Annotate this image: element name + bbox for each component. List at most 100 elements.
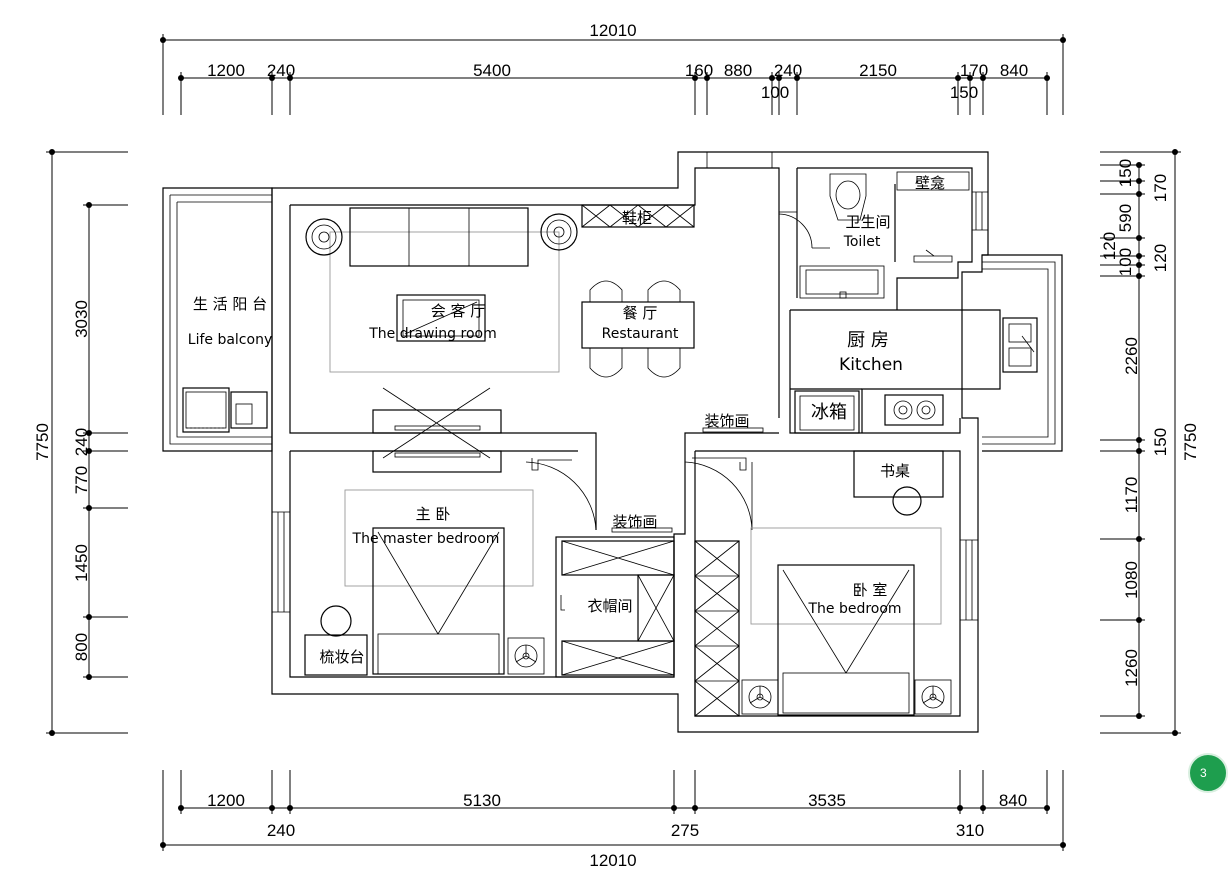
laundry-sink bbox=[230, 391, 268, 429]
wardrobe bbox=[694, 540, 740, 717]
dresser-stool bbox=[320, 605, 352, 637]
master-bedroom: 主 卧 The master bedroom 梳妆台 衣帽间 装饰画 bbox=[304, 458, 675, 678]
dim-right-6: 2260 bbox=[1122, 337, 1141, 375]
tv-cabinet bbox=[372, 409, 502, 434]
dining-room: 餐 厅 Restaurant bbox=[581, 280, 695, 378]
sink bbox=[1002, 317, 1038, 373]
balcony-en-label: Life balcony bbox=[188, 332, 272, 348]
dim-right-10: 1260 bbox=[1122, 649, 1141, 687]
toilet-cn-label: 卫生间 bbox=[845, 213, 890, 231]
dim-top-1: 240 bbox=[267, 61, 295, 80]
kitchen-en-label: Kitchen bbox=[839, 355, 903, 375]
bedroom-door-swing bbox=[684, 461, 753, 531]
lamp-icon bbox=[507, 637, 545, 675]
desk-label: 书桌 bbox=[880, 462, 910, 480]
dim-left-4: 800 bbox=[72, 633, 91, 661]
niche bbox=[896, 171, 970, 191]
dim-left-total: 7750 bbox=[33, 423, 52, 461]
desk bbox=[853, 450, 944, 498]
top-dimensions: 12010 1200 240 5400 160 880 240 2150 170… bbox=[160, 21, 1066, 115]
bathtub bbox=[799, 265, 885, 299]
dim-bottom-2: 3535 bbox=[808, 791, 846, 810]
dim-top-0: 1200 bbox=[207, 61, 245, 80]
dim-right-9: 1080 bbox=[1122, 561, 1141, 599]
bed bbox=[777, 564, 915, 716]
dresser bbox=[304, 634, 368, 676]
toilet-room: 壁龛 卫生间 Toilet bbox=[778, 171, 970, 299]
dim-left-0: 3030 bbox=[72, 300, 91, 338]
dim-top-2: 5400 bbox=[473, 61, 511, 80]
balcony-room: 生 活 阳 台 Life balcony bbox=[182, 295, 272, 433]
toilet-icon bbox=[829, 173, 867, 221]
dim-right-0: 150 bbox=[1116, 159, 1135, 187]
stove-icon bbox=[884, 394, 944, 426]
walls bbox=[162, 151, 1063, 733]
left-dimensions: 7750 3030 240 770 1450 800 bbox=[33, 149, 128, 736]
dim-right-1: 170 bbox=[1151, 174, 1170, 202]
dining-cn-label: 餐 厅 bbox=[623, 304, 658, 322]
bedroom-en-label: The bedroom bbox=[807, 601, 901, 617]
dim-bottom-1: 5130 bbox=[463, 791, 501, 810]
sofa bbox=[349, 207, 529, 267]
dim-top-8: 840 bbox=[1000, 61, 1028, 80]
deco-painting-label-2: 装饰画 bbox=[612, 513, 657, 531]
coffee-table bbox=[396, 294, 486, 342]
dim-left-2: 770 bbox=[72, 466, 91, 494]
toilet-en-label: Toilet bbox=[843, 234, 881, 250]
dresser-label: 梳妆台 bbox=[319, 648, 364, 666]
dim-right-5: 120 bbox=[1151, 244, 1170, 272]
dim-left-3: 1450 bbox=[72, 544, 91, 582]
master-door-swing bbox=[525, 461, 597, 531]
dim-top-7: 170 bbox=[960, 61, 988, 80]
living-cn-label: 会 客 厅 bbox=[431, 302, 486, 320]
dim-bottom-lower-1: 275 bbox=[671, 821, 699, 840]
master-cn-label: 主 卧 bbox=[416, 505, 451, 523]
master-en-label: The master bedroom bbox=[352, 531, 500, 547]
dining-en-label: Restaurant bbox=[602, 326, 679, 342]
lamp-icon bbox=[741, 679, 779, 715]
kitchen-cn-label: 厨 房 bbox=[847, 330, 889, 351]
deco-painting-label-1: 装饰画 bbox=[704, 412, 749, 430]
balcony-cn-label: 生 活 阳 台 bbox=[193, 295, 267, 313]
niche-label: 壁龛 bbox=[915, 174, 945, 192]
washer-icon bbox=[182, 387, 230, 433]
cloakroom-label: 衣帽间 bbox=[587, 597, 632, 615]
master-bed bbox=[372, 527, 505, 675]
lamp-icon bbox=[914, 679, 952, 715]
living-en-label: The drawing room bbox=[368, 326, 496, 342]
bedroom-cn-label: 卧 室 bbox=[853, 581, 888, 599]
dim-bottom-lower-0: 240 bbox=[267, 821, 295, 840]
dim-bottom-0: 1200 bbox=[207, 791, 245, 810]
dim-bottom-total: 12010 bbox=[589, 851, 636, 870]
dim-bottom-3: 840 bbox=[999, 791, 1027, 810]
dim-right-3: 120 bbox=[1100, 232, 1119, 260]
lamp-icon bbox=[305, 218, 343, 256]
fridge-label: 冰箱 bbox=[811, 402, 847, 423]
desk-chair bbox=[892, 486, 922, 516]
notification-badge[interactable]: 3 bbox=[1188, 753, 1228, 793]
dim-top-5: 240 bbox=[774, 61, 802, 80]
shoe-cabinet-label: 鞋柜 bbox=[622, 209, 652, 227]
dim-right-total: 7750 bbox=[1181, 423, 1200, 461]
dim-top-lower-0: 100 bbox=[761, 83, 789, 102]
dim-bottom-lower-2: 310 bbox=[956, 821, 984, 840]
dim-top-4: 880 bbox=[724, 61, 752, 80]
right-dimensions: 150 170 590 120 100 120 2260 150 1170 10… bbox=[1100, 149, 1200, 736]
dining-table bbox=[581, 301, 695, 349]
second-bedroom: 装饰画 书桌 卧 室 The bedroom bbox=[684, 412, 952, 717]
living-room: 会 客 厅 The drawing room 鞋柜 bbox=[305, 204, 695, 473]
dim-right-7: 150 bbox=[1151, 428, 1170, 456]
lamp-icon bbox=[540, 213, 578, 251]
dim-right-2: 590 bbox=[1116, 204, 1135, 232]
dim-top-6: 2150 bbox=[859, 61, 897, 80]
dim-top-3: 160 bbox=[685, 61, 713, 80]
bottom-dimensions: 1200 5130 3535 840 240 275 310 12010 bbox=[160, 770, 1066, 870]
dim-top-lower-1: 150 bbox=[950, 83, 978, 102]
dim-right-8: 1170 bbox=[1122, 477, 1141, 514]
dim-left-1: 240 bbox=[72, 428, 91, 456]
kitchen-room: 厨 房 Kitchen 冰箱 bbox=[794, 317, 1038, 434]
fridge bbox=[794, 390, 860, 434]
dim-right-4: 100 bbox=[1116, 248, 1135, 276]
dim-top-total: 12010 bbox=[589, 21, 636, 40]
